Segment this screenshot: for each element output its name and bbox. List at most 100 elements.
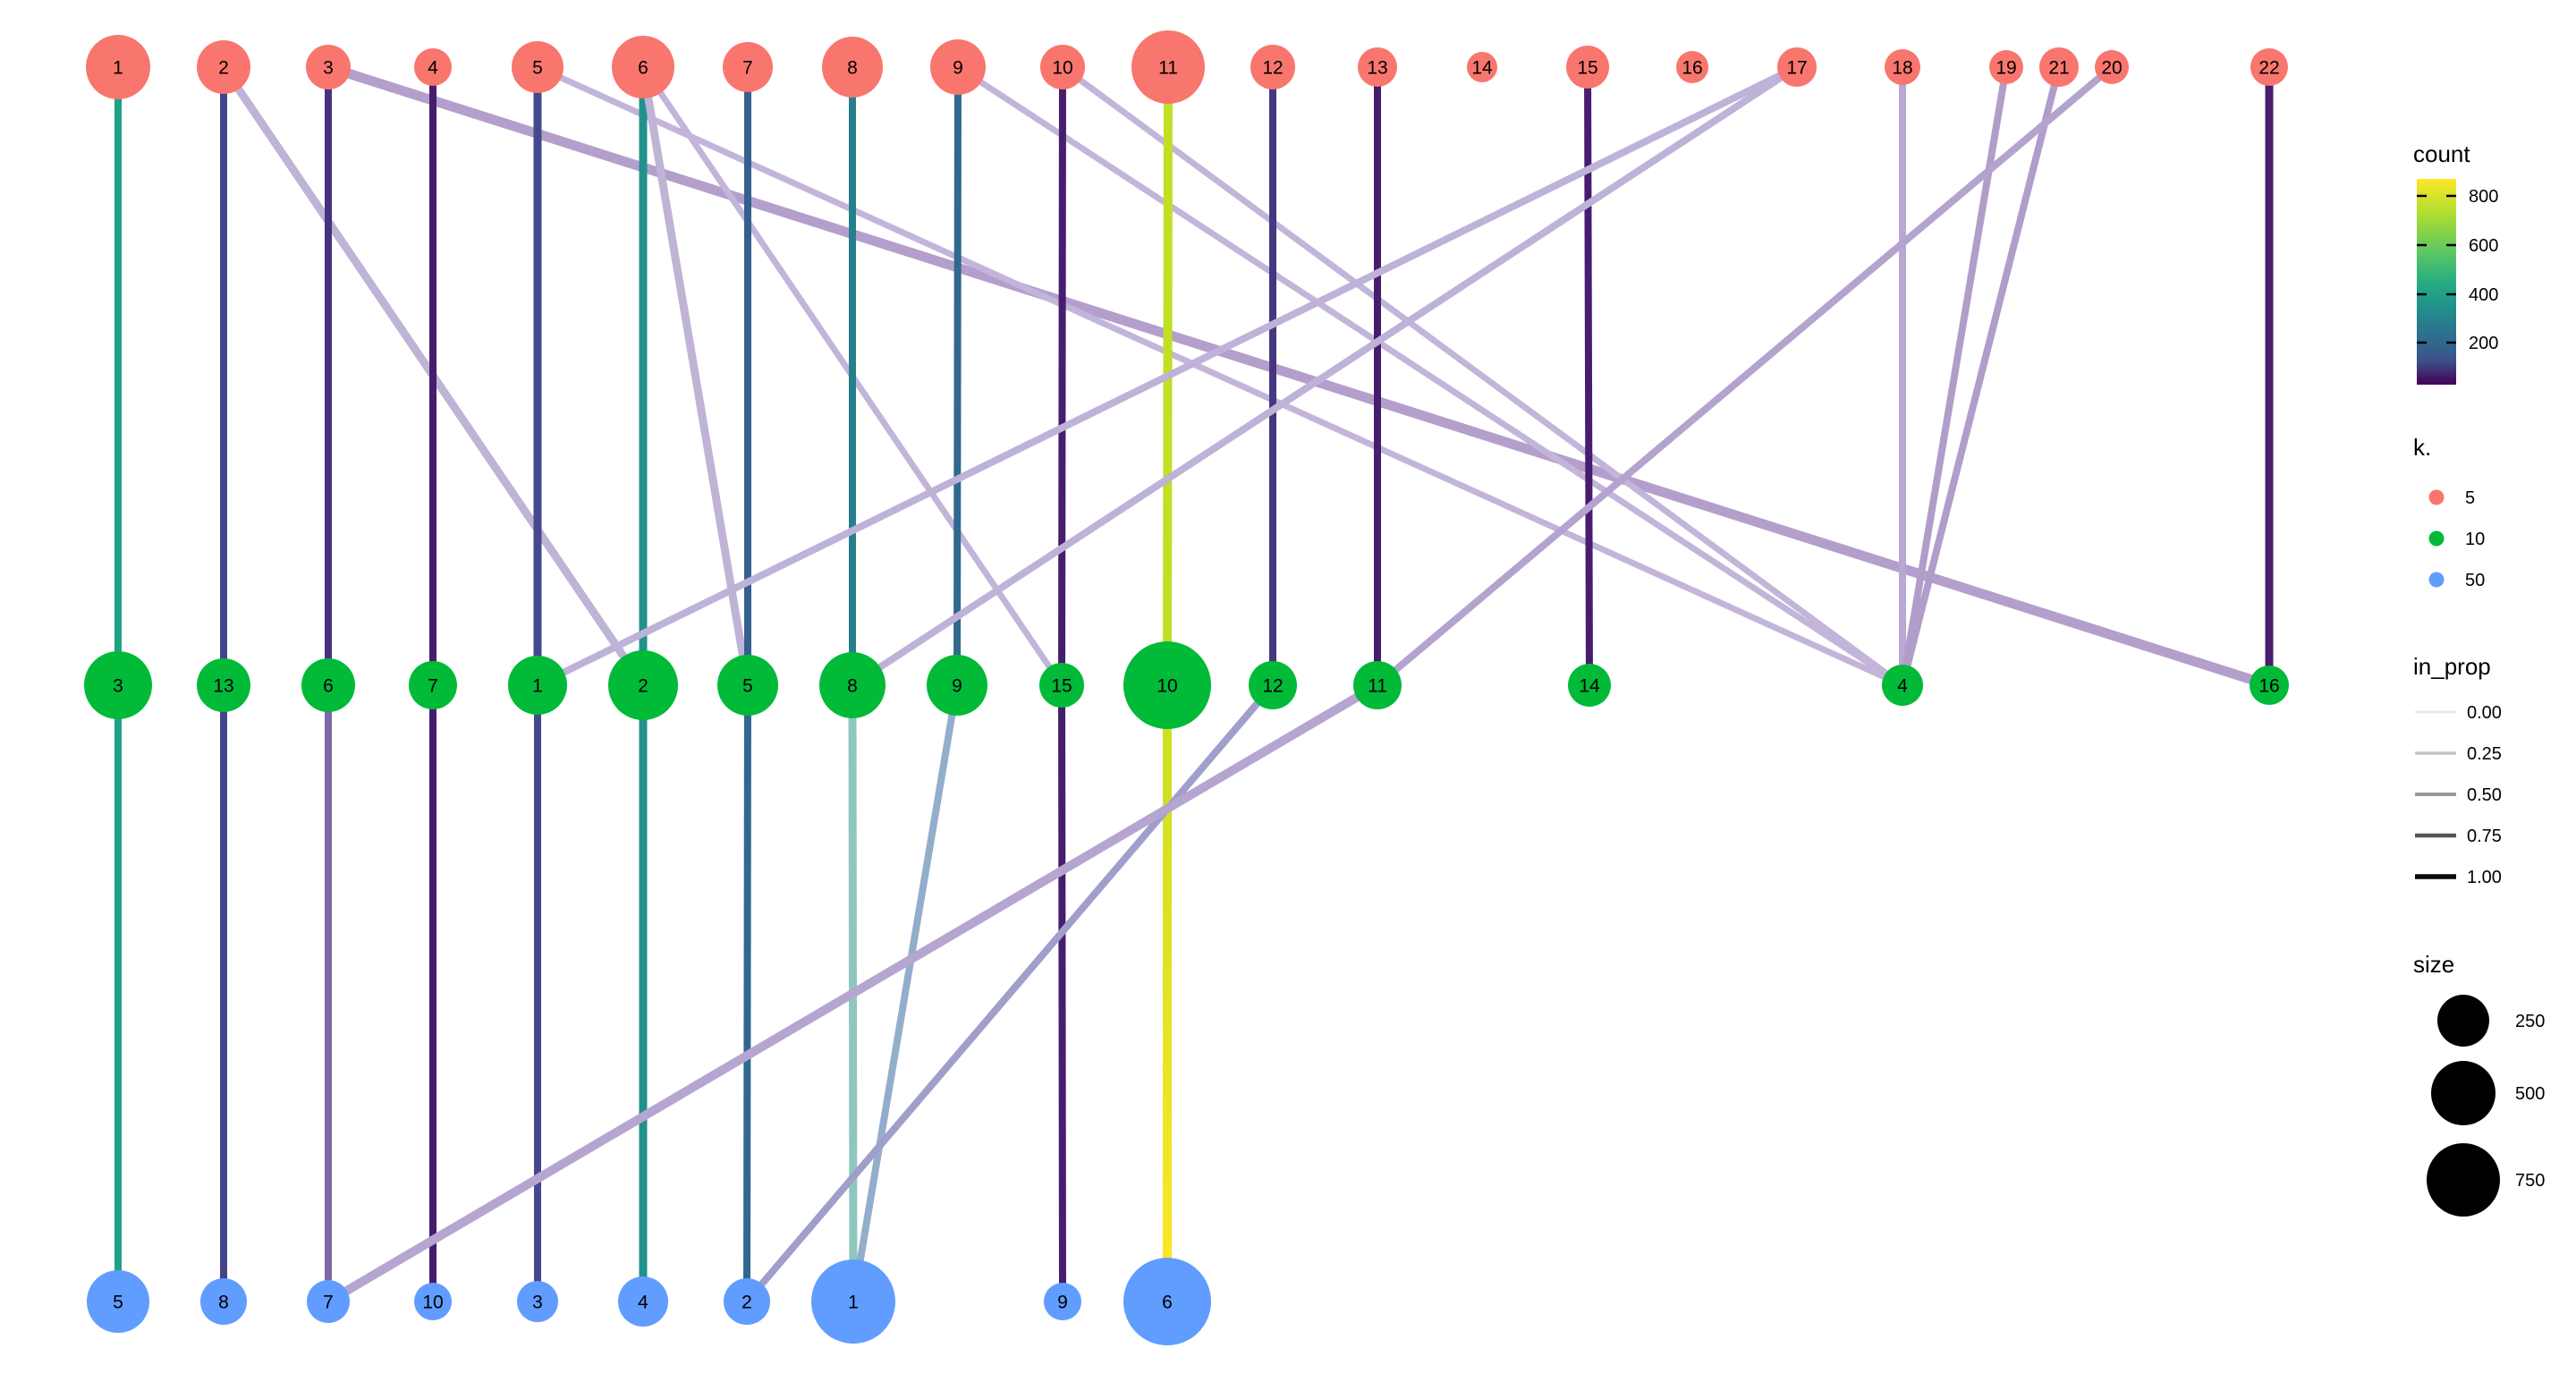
node-k50-7 xyxy=(307,1280,350,1323)
node-k5-7-label: 7 xyxy=(742,57,753,78)
node-k5-15-label: 15 xyxy=(1577,57,1597,78)
node-k10-8 xyxy=(819,652,886,718)
in-prop-label-0.25: 0.25 xyxy=(2467,744,2502,764)
count-colorbar xyxy=(2417,179,2456,385)
node-k5-6-label: 6 xyxy=(638,57,648,78)
edge-k10-11-to-k50-7 xyxy=(326,681,1380,1306)
node-k5-1 xyxy=(86,35,150,99)
node-k5-8 xyxy=(822,37,883,98)
node-k50-9-label: 9 xyxy=(1057,1292,1068,1312)
node-k5-1-label: 1 xyxy=(113,57,123,78)
node-k10-11-label: 11 xyxy=(1368,675,1387,696)
node-k10-13 xyxy=(197,658,250,712)
size-legend-label-250: 250 xyxy=(2515,1012,2545,1031)
node-k10-13-label: 13 xyxy=(213,675,233,696)
node-k5-11-label: 11 xyxy=(1158,57,1178,78)
in-prop-label-0.50: 0.50 xyxy=(2467,785,2502,805)
node-k5-10 xyxy=(1040,45,1085,89)
legend-k-title: k. xyxy=(2413,434,2431,461)
node-k10-12-label: 12 xyxy=(1262,675,1283,696)
node-k10-15 xyxy=(1039,663,1084,708)
node-k5-2 xyxy=(197,40,250,94)
node-k10-8-label: 8 xyxy=(847,675,858,696)
edge-k10-9-to-k50-1 xyxy=(850,684,961,1302)
node-k10-14-label: 14 xyxy=(1579,675,1600,696)
in-prop-label-1.00: 1.00 xyxy=(2467,868,2502,887)
count-tick-600: 600 xyxy=(2469,236,2498,256)
node-k5-11 xyxy=(1131,30,1205,104)
node-k50-3-label: 3 xyxy=(532,1292,543,1312)
node-k50-5 xyxy=(87,1270,149,1333)
node-k50-5-label: 5 xyxy=(113,1292,123,1312)
count-tick-400: 400 xyxy=(2469,285,2498,305)
node-k50-1 xyxy=(811,1260,895,1344)
node-k5-18 xyxy=(1885,49,1920,85)
node-k10-1-label: 1 xyxy=(532,675,543,696)
k-legend-dot-50 xyxy=(2428,572,2445,588)
node-k10-3-label: 3 xyxy=(113,675,123,696)
node-k5-9-label: 9 xyxy=(953,57,963,78)
size-legend-circle-500 xyxy=(2431,1061,2496,1125)
edge-k10-12-to-k50-2 xyxy=(743,683,1276,1304)
node-k10-3 xyxy=(84,651,152,719)
k-legend-label-5: 5 xyxy=(2465,488,2475,508)
node-k5-15 xyxy=(1566,46,1609,89)
node-k5-20 xyxy=(2095,50,2129,84)
node-k5-22-label: 22 xyxy=(2258,57,2279,78)
node-k5-4-label: 4 xyxy=(428,57,438,78)
node-k50-7-label: 7 xyxy=(323,1292,334,1312)
in-prop-label-0.75: 0.75 xyxy=(2467,827,2502,846)
edge-k5-10-to-k10-15 xyxy=(1058,66,1066,686)
k-legend-dot-10 xyxy=(2428,530,2445,547)
node-k50-9 xyxy=(1044,1283,1081,1320)
node-k5-14-label: 14 xyxy=(1471,57,1493,78)
node-k10-12 xyxy=(1249,661,1297,709)
node-k5-10-label: 10 xyxy=(1052,57,1072,78)
edge-k10-5-to-k50-2 xyxy=(743,684,751,1302)
node-k50-1-label: 1 xyxy=(848,1292,859,1312)
node-k5-19-label: 19 xyxy=(1996,57,2016,78)
node-k5-5-label: 5 xyxy=(532,57,543,78)
node-k10-10 xyxy=(1123,641,1211,729)
node-k10-7 xyxy=(409,661,457,709)
k-legend-dot-5 xyxy=(2428,489,2445,505)
count-tick-200: 200 xyxy=(2469,334,2498,353)
node-k5-9 xyxy=(930,39,986,95)
size-legend-circle-750 xyxy=(2427,1143,2500,1217)
node-k5-12-label: 12 xyxy=(1262,57,1283,78)
node-k50-4 xyxy=(618,1276,668,1327)
node-k10-15-label: 15 xyxy=(1051,675,1072,696)
node-k10-9-label: 9 xyxy=(952,675,962,696)
size-legend-label-750: 750 xyxy=(2515,1171,2545,1191)
node-k5-17-label: 17 xyxy=(1786,57,1807,78)
size-legend-label-500: 500 xyxy=(2515,1084,2545,1104)
node-k50-10-label: 10 xyxy=(422,1292,443,1312)
node-k5-16-label: 16 xyxy=(1682,57,1702,78)
node-k50-10 xyxy=(414,1283,452,1320)
node-k10-16 xyxy=(2250,666,2289,705)
node-k10-4 xyxy=(1882,665,1923,706)
node-k50-3 xyxy=(517,1281,558,1322)
node-k50-6-label: 6 xyxy=(1162,1292,1173,1312)
edge-k5-5-to-k10-4 xyxy=(536,64,1904,689)
node-k5-3-label: 3 xyxy=(323,57,334,78)
node-k10-6-label: 6 xyxy=(323,675,334,696)
node-k10-16-label: 16 xyxy=(2258,675,2279,696)
node-k10-2 xyxy=(608,650,678,720)
node-k10-7-label: 7 xyxy=(428,675,438,696)
edge-k5-17-to-k10-8 xyxy=(850,64,1800,689)
edges-layer xyxy=(114,62,2274,1306)
count-tick-800: 800 xyxy=(2469,187,2498,207)
edge-k10-15-to-k50-9 xyxy=(1058,684,1066,1302)
edge-k5-21-to-k10-4 xyxy=(1899,66,2063,686)
node-k10-5 xyxy=(717,655,778,716)
edge-k5-6-to-k10-5 xyxy=(639,66,752,686)
node-k5-6 xyxy=(612,36,674,98)
edge-k5-10-to-k10-4 xyxy=(1060,64,1905,688)
node-k50-4-label: 4 xyxy=(638,1292,648,1312)
node-k5-16 xyxy=(1676,51,1708,83)
node-k10-2-label: 2 xyxy=(638,675,648,696)
